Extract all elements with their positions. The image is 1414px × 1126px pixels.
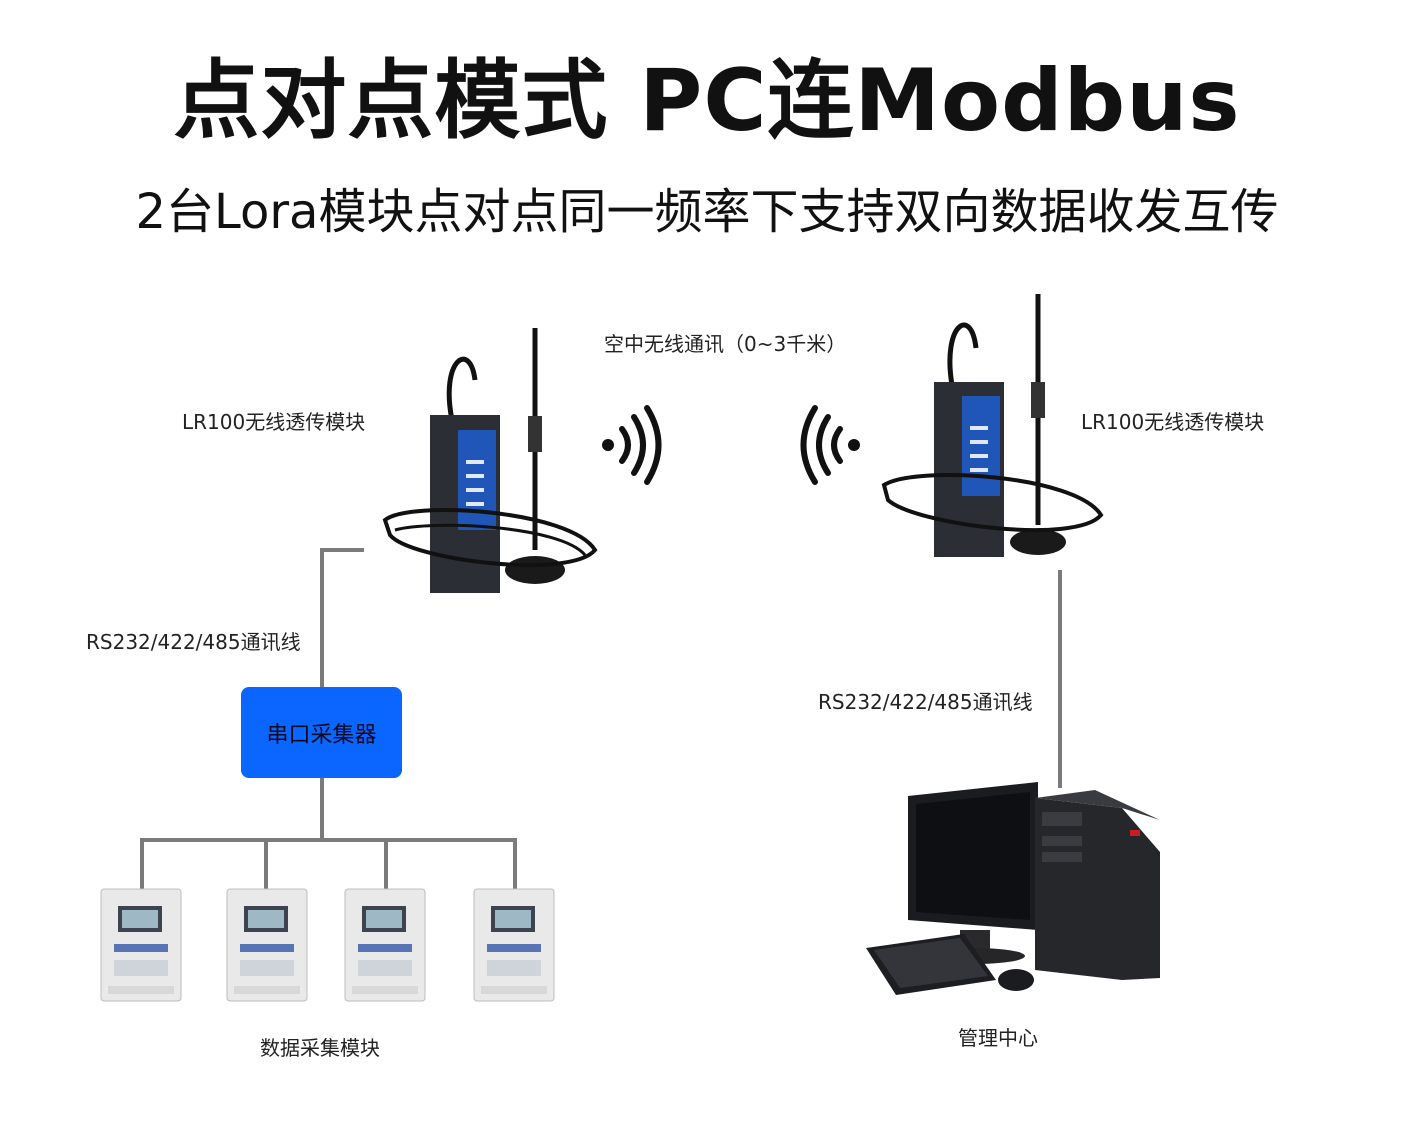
wire-meters-bus: [140, 838, 517, 842]
meter-image-1: [100, 888, 182, 1002]
wire-meter-3: [384, 838, 388, 890]
page-title: 点对点模式 PC连Modbus: [173, 51, 1241, 151]
module-left-label: LR100无线透传模块: [182, 410, 366, 434]
meters-label: 数据采集模块: [260, 1036, 380, 1060]
lora-module-right-image: [881, 294, 1104, 557]
wifi-signal-left-icon: [800, 405, 860, 485]
wire-meter-1: [140, 838, 144, 890]
wireless-label: 空中无线通讯（0~3千米）: [604, 332, 847, 356]
wire-meter-4: [513, 838, 517, 890]
desktop-computer-image: [866, 782, 1160, 995]
meter-image-3: [344, 888, 426, 1002]
cable-right-label: RS232/422/485通讯线: [818, 690, 1033, 714]
wire-meter-2: [264, 838, 268, 890]
wire-module-left-top: [320, 548, 364, 552]
meter-image-4: [473, 888, 555, 1002]
wire-module-left-down: [320, 548, 324, 688]
lora-module-left-image: [382, 328, 598, 593]
wire-collector-down: [320, 778, 324, 840]
module-right-label: LR100无线透传模块: [1081, 410, 1265, 434]
pc-label: 管理中心: [958, 1026, 1038, 1050]
collector-box: 串口采集器: [241, 687, 402, 778]
collector-label: 串口采集器: [266, 722, 377, 748]
cable-left-label: RS232/422/485通讯线: [86, 630, 301, 654]
meter-image-2: [226, 888, 308, 1002]
wire-module-right-down: [1058, 570, 1062, 788]
page-subtitle: 2台Lora模块点对点同一频率下支持双向数据收发互传: [135, 184, 1279, 240]
wifi-signal-right-icon: [602, 405, 662, 485]
